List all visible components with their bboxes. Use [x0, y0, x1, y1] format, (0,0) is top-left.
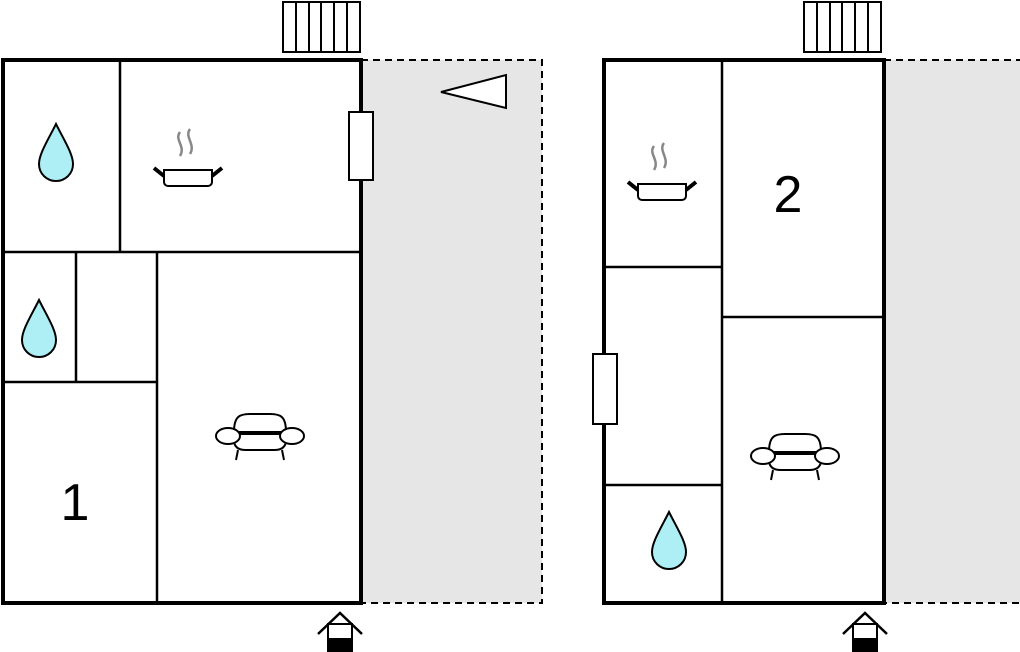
water-drop-icon: [38, 123, 74, 182]
outer-wall: [1, 58, 363, 605]
cooking-pot-icon: [626, 141, 698, 202]
interior-walls: [3, 60, 361, 603]
terrace-area: [883, 59, 1020, 604]
terrace-area: [360, 59, 543, 604]
interior-walls: [604, 60, 884, 603]
entrance-icon: [316, 611, 364, 652]
outer-wall: [602, 58, 886, 605]
cooking-pot-icon: [152, 127, 224, 188]
sofa-icon: [215, 413, 305, 461]
water-drop-icon: [651, 511, 687, 570]
stairs-icon: [803, 1, 882, 53]
window-icon: [348, 111, 374, 181]
floor-label: 2: [774, 166, 803, 224]
direction-triangle-icon: [440, 73, 507, 110]
floor-plan-2: 2: [592, 1, 1020, 652]
stairs-icon: [282, 1, 361, 53]
floor-plan-1: 1: [1, 1, 543, 652]
water-drop-icon: [21, 299, 57, 358]
sofa-icon: [750, 433, 840, 481]
entrance-icon: [841, 611, 889, 652]
floor-label: 1: [61, 474, 90, 532]
window-icon: [592, 353, 618, 425]
